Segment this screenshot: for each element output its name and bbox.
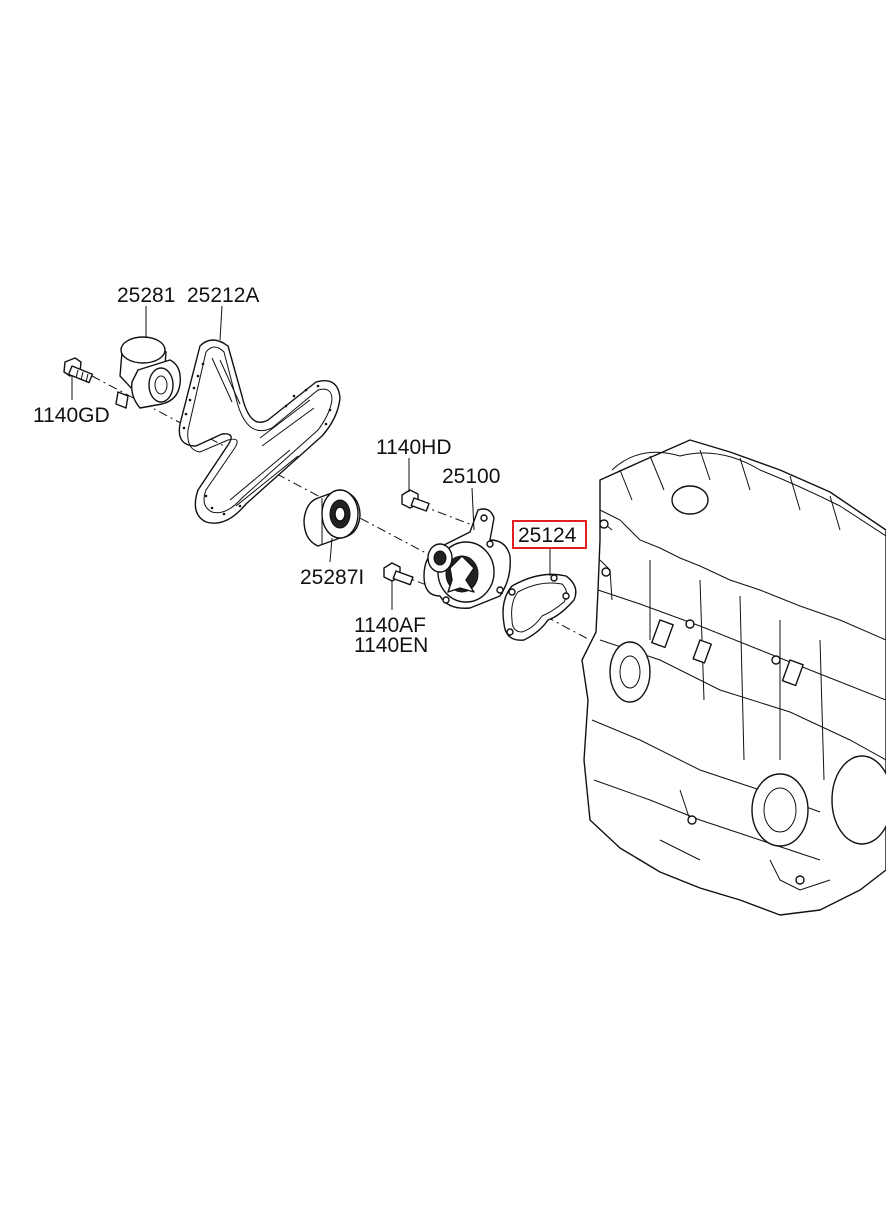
label-tensioner[interactable]: 25281: [117, 284, 175, 307]
tensioner-25281[interactable]: [115, 336, 181, 409]
drive-belt-25212a[interactable]: [178, 339, 341, 524]
label-water-pump[interactable]: 25100: [442, 465, 500, 488]
bolt-1140gd[interactable]: [63, 357, 94, 384]
part-labels: 25281 25212A 1140GD 1140HD 25100 25124 2…: [33, 284, 577, 657]
bolt-1140hd[interactable]: [401, 489, 430, 512]
label-belt[interactable]: 25212A: [187, 284, 259, 307]
idler-pulley-25287i[interactable]: [303, 489, 361, 547]
label-gasket[interactable]: 25124: [518, 524, 577, 547]
label-idler[interactable]: 25287I: [300, 566, 364, 589]
label-bolt-pump-top[interactable]: 1140HD: [376, 436, 452, 459]
label-bolt-pump-lower-a[interactable]: 1140AF: [354, 614, 426, 637]
water-pump-25100[interactable]: [423, 508, 511, 609]
label-bolt-pump-lower-b[interactable]: 1140EN: [354, 634, 428, 657]
engine-block: [581, 439, 886, 916]
leader-lines: [71, 305, 551, 610]
label-bolt-tensioner[interactable]: 1140GD: [33, 404, 110, 427]
belt-rib-pattern: [182, 362, 332, 516]
highlight-box: [512, 520, 587, 549]
bolt-1140af[interactable]: [383, 562, 414, 586]
gasket-25124[interactable]: [502, 573, 577, 641]
